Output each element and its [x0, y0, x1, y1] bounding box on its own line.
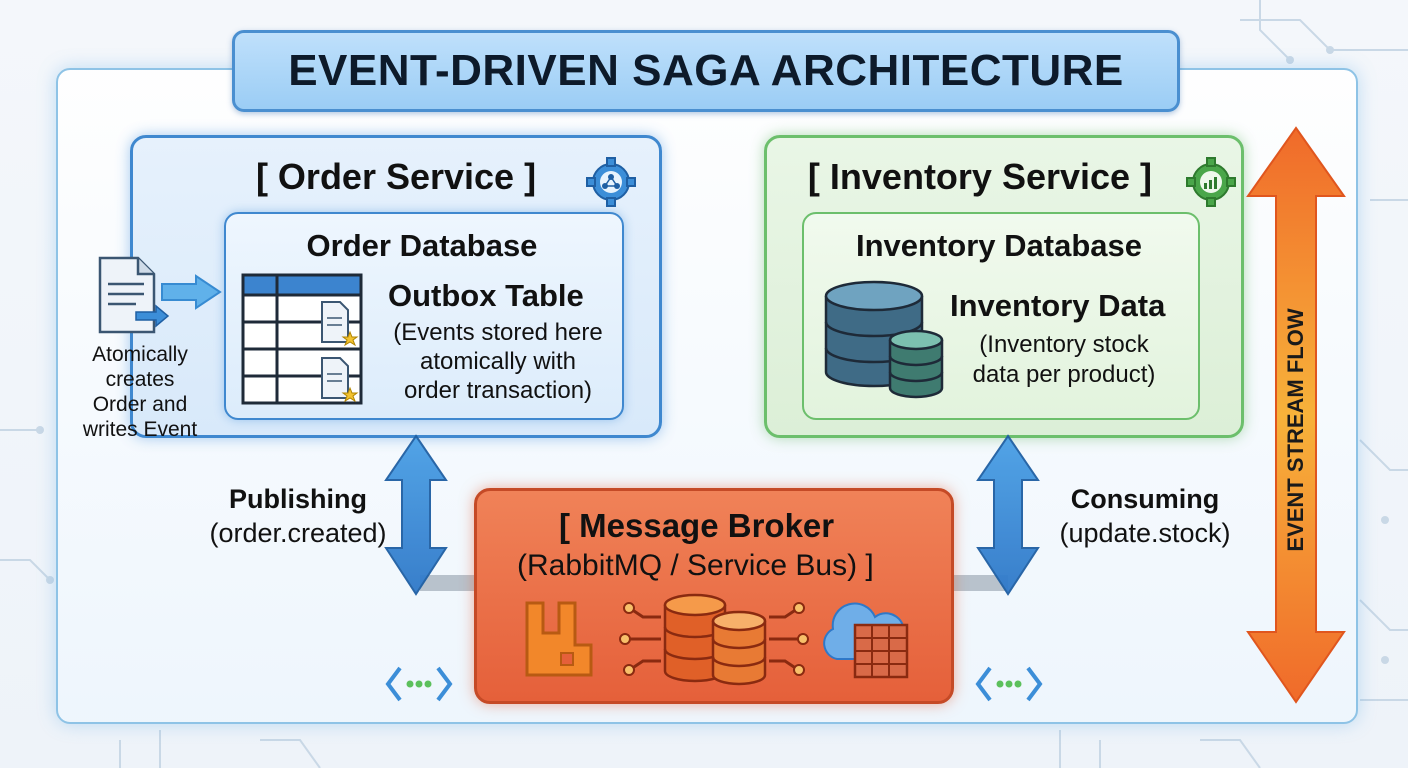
outbox-table-title: Outbox Table	[388, 278, 584, 313]
broker-subtitle: (RabbitMQ / Service Bus) ]	[517, 549, 874, 582]
inventory-desc-line: (Inventory stock	[979, 331, 1149, 358]
outbox-desc-line: order transaction)	[403, 377, 593, 404]
broker-link-right	[946, 575, 1008, 591]
outbox-table-description: (Events stored here atomically with orde…	[374, 318, 622, 405]
inventory-data-description: (Inventory stock data per product)	[944, 330, 1184, 390]
order-service-title: [ Order Service ]	[255, 156, 537, 197]
atomic-note-line: creates	[105, 368, 175, 391]
rabbitmq-icon	[525, 601, 593, 677]
inventory-database-title: Inventory Database	[856, 228, 1142, 263]
consuming-label: Consuming	[1070, 484, 1220, 514]
event-stream-label-wrap: EVENT STREAM FLOW	[1250, 280, 1342, 580]
consuming-topic: (update.stock)	[1059, 518, 1231, 548]
outbox-table-icon	[241, 273, 363, 405]
gear-chart-icon	[1186, 157, 1236, 207]
inventory-data-title: Inventory Data	[950, 288, 1166, 323]
broker-title: [ Message Broker	[559, 507, 835, 544]
database-hub-icon	[619, 593, 809, 686]
event-stream-label: EVENT STREAM FLOW	[1283, 308, 1308, 552]
cloud-server-icon	[823, 602, 909, 679]
document-arrow-icon	[98, 256, 222, 334]
message-broker-box: [ Message Broker (RabbitMQ / Service Bus…	[474, 488, 954, 704]
page-title: EVENT-DRIVEN SAGA ARCHITECTURE	[288, 46, 1124, 95]
code-brackets-icon	[975, 666, 1043, 702]
atomic-note-line: Atomically	[92, 343, 188, 366]
broker-link-left	[420, 575, 476, 591]
order-database-title: Order Database	[306, 228, 538, 263]
atomic-note-line: Order and	[92, 393, 188, 416]
atomic-note: Atomically creates Order and writes Even…	[70, 342, 210, 442]
inventory-service-title: [ Inventory Service ]	[807, 156, 1153, 197]
publishing-arrow	[384, 434, 448, 596]
title-banner: EVENT-DRIVEN SAGA ARCHITECTURE	[232, 30, 1180, 112]
inventory-desc-line: data per product)	[972, 361, 1156, 388]
event-stream-arrow	[1246, 126, 1346, 704]
publishing-label: Publishing	[229, 484, 367, 514]
code-brackets-icon	[385, 666, 453, 702]
consuming-arrow	[976, 434, 1040, 596]
database-icon	[824, 280, 944, 399]
gear-network-icon	[586, 157, 636, 207]
atomic-note-line: writes Event	[82, 418, 198, 441]
outbox-desc-line: (Events stored here	[393, 319, 603, 346]
outbox-desc-line: atomically with	[419, 348, 577, 375]
publishing-topic: (order.created)	[209, 518, 387, 548]
